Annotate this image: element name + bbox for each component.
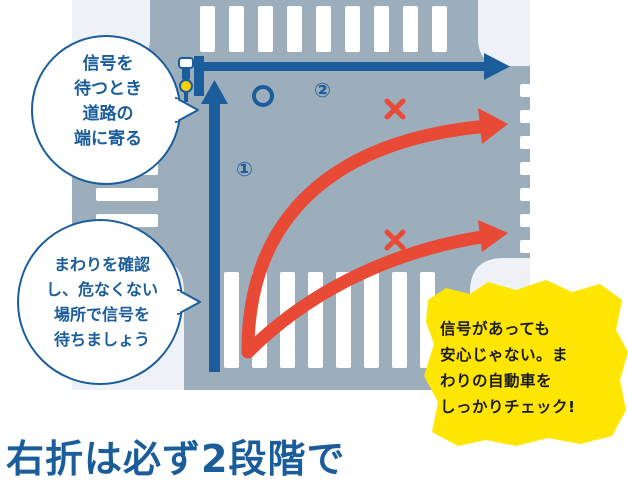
route-step-1-arrowhead <box>201 80 228 104</box>
bubble-bottom-line: し、危なくない <box>45 280 158 299</box>
route-step-2-line <box>194 62 488 71</box>
crosswalk-right <box>520 84 580 253</box>
bubble-bottom-text: まわりを確認 し、危なくない 場所で信号を 待ちましょう <box>22 252 182 352</box>
wrong-route-upper-arrowhead <box>478 108 508 144</box>
route-step-1-label: ① <box>236 157 253 181</box>
speech-bubble-top <box>31 35 199 185</box>
warning-note-line: わりの自動車を <box>440 372 553 390</box>
wrong-route-lower-arrowhead <box>478 220 508 252</box>
ng-mark-lower <box>384 229 406 251</box>
bubble-top-line: 待つとき <box>74 79 142 99</box>
warning-note-text: 信号があっても 安心じゃない。ま わりの自動車を しっかりチェック! <box>440 316 610 420</box>
ok-mark <box>252 85 274 107</box>
bubble-top-line: 道路の <box>82 104 134 124</box>
route-step-2-arrowhead <box>484 53 510 80</box>
ng-mark-upper <box>384 98 406 120</box>
route-corner-line <box>194 56 204 96</box>
bubble-top-line: 信号を <box>82 54 134 74</box>
section-heading: 右折は必ず2段階で <box>6 437 346 481</box>
two-step-route <box>194 53 510 372</box>
crosswalk-top <box>200 6 447 52</box>
bicycle-icon <box>178 57 194 102</box>
intersection-diagram <box>17 0 628 446</box>
warning-note-background <box>424 280 628 446</box>
bubble-bottom-line: 場所で信号を <box>53 305 150 324</box>
route-step-2-label: ② <box>314 78 331 102</box>
route-step-1-line <box>209 100 220 372</box>
bubble-bottom-line: まわりを確認 <box>53 255 150 274</box>
speech-bubble-bottom <box>17 219 201 385</box>
wrong-route-lower <box>241 229 495 359</box>
warning-note-line: 信号があっても <box>440 320 551 338</box>
bubble-top-text: 信号を 待つとき 道路の 端に寄る <box>38 52 178 152</box>
bubble-bottom-line: 待ちましょう <box>53 330 150 349</box>
wrong-route-upper <box>241 119 495 357</box>
warning-note-line: しっかりチェック! <box>440 398 576 416</box>
warning-note-line: 安心じゃない。ま <box>440 346 569 364</box>
wrong-routes <box>241 108 508 359</box>
sidewalk-top-right <box>478 0 530 66</box>
bubble-top-line: 端に寄る <box>74 129 142 149</box>
